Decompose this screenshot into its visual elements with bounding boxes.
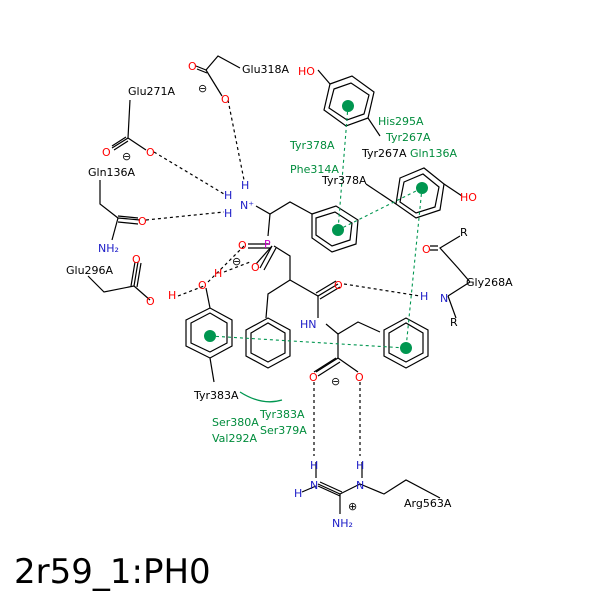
ring-centroids (204, 100, 428, 354)
atom-o-glu271a: O (102, 146, 111, 159)
label-phe314: Phe314A (290, 163, 339, 176)
label-tyr267-green: Tyr267A (385, 131, 431, 144)
label-val292: Val292A (212, 432, 257, 445)
atom-o-glu271b: O (146, 146, 155, 159)
label-ser379: Ser379A (260, 424, 307, 437)
atom-o-carbonyl: O (334, 279, 343, 292)
atom-h-arg-c: H (294, 487, 302, 500)
label-ser380: Ser380A (212, 416, 259, 429)
atom-o-tyr383: O (198, 279, 207, 292)
atom-o-glu318b: O (221, 93, 230, 106)
covalent-bonds (87, 55, 471, 514)
label-arg563: Arg563A (404, 497, 452, 510)
atom-labels: HO HO O O ⊖ O O ⊖ O NH₂ O O H O H H H N⁺… (98, 60, 477, 530)
atom-o-carbox1: O (309, 371, 318, 384)
centroid-phe (332, 224, 344, 236)
centroid-tyr383 (204, 330, 216, 342)
label-glu296: Glu296A (66, 264, 114, 277)
label-tyr383: Tyr383A (193, 389, 239, 402)
charge-glu271: ⊖ (122, 150, 131, 163)
atom-nh2-gln136: NH₂ (98, 242, 119, 255)
residue-labels: Glu318A Glu271A Gln136A Glu296A Tyr378A … (66, 63, 513, 510)
atom-o-p1: O (238, 239, 247, 252)
atom-h-tyr383: H (214, 267, 222, 280)
atom-n-plus: N⁺ (240, 199, 254, 212)
centroid-tyr-top (342, 100, 354, 112)
atom-r-bottom: R (450, 316, 458, 329)
structure-title: 2r59_1:PH0 (14, 552, 211, 592)
label-gln136: Gln136A (88, 166, 136, 179)
atom-h-bottom: H (224, 207, 232, 220)
atom-o-gly268: O (422, 243, 431, 256)
label-gln136-green: Gln136A (410, 147, 458, 160)
label-tyr378-green: Tyr378A (289, 139, 335, 152)
atom-h-top: H (241, 179, 249, 192)
label-gly268: Gly268A (466, 276, 513, 289)
aromatic-rings (185, 69, 463, 383)
label-tyr378: Tyr378A (321, 174, 367, 187)
atom-h-gly268: H (420, 290, 428, 303)
atom-h-arg-a: H (310, 459, 318, 472)
atom-ho-top: HO (298, 65, 315, 78)
atom-o-gln136: O (138, 215, 147, 228)
atom-o-glu318a: O (188, 60, 197, 73)
hydrophobic-arc (239, 391, 283, 403)
charge-carbox: ⊖ (331, 375, 340, 388)
atom-ho-right: HO (460, 191, 477, 204)
charge-p: ⊖ (232, 255, 241, 268)
hydrogen-bonds (145, 99, 421, 456)
atom-o-p2: O (251, 261, 260, 274)
atom-hn: HN (300, 318, 317, 331)
atom-n-arg-b: N (356, 479, 364, 492)
atom-h-arg-b: H (356, 459, 364, 472)
charge-glu318: ⊖ (198, 82, 207, 95)
atom-o-carbox2: O (355, 371, 364, 384)
label-his295: His295A (378, 115, 424, 128)
atom-n-arg-a: N (310, 479, 318, 492)
pi-interactions (209, 105, 423, 349)
atom-p: P (264, 238, 271, 251)
centroid-tyr378 (416, 182, 428, 194)
label-tyr267: Tyr267A (361, 147, 407, 160)
atom-o-glu296a: O (132, 253, 141, 266)
label-glu271: Glu271A (128, 85, 176, 98)
atom-h-glu296: H (168, 289, 176, 302)
label-glu318: Glu318A (242, 63, 290, 76)
atom-nh2-arg: NH₂ (332, 517, 353, 530)
charge-arg: ⊕ (348, 500, 357, 513)
centroid-benzyl (400, 342, 412, 354)
atom-h-left: H (224, 189, 232, 202)
label-tyr383-green: Tyr383A (259, 408, 305, 421)
atom-n-gly268: N (440, 292, 448, 305)
atom-o-glu296b: O (146, 295, 155, 308)
atom-r-top: R (460, 226, 468, 239)
